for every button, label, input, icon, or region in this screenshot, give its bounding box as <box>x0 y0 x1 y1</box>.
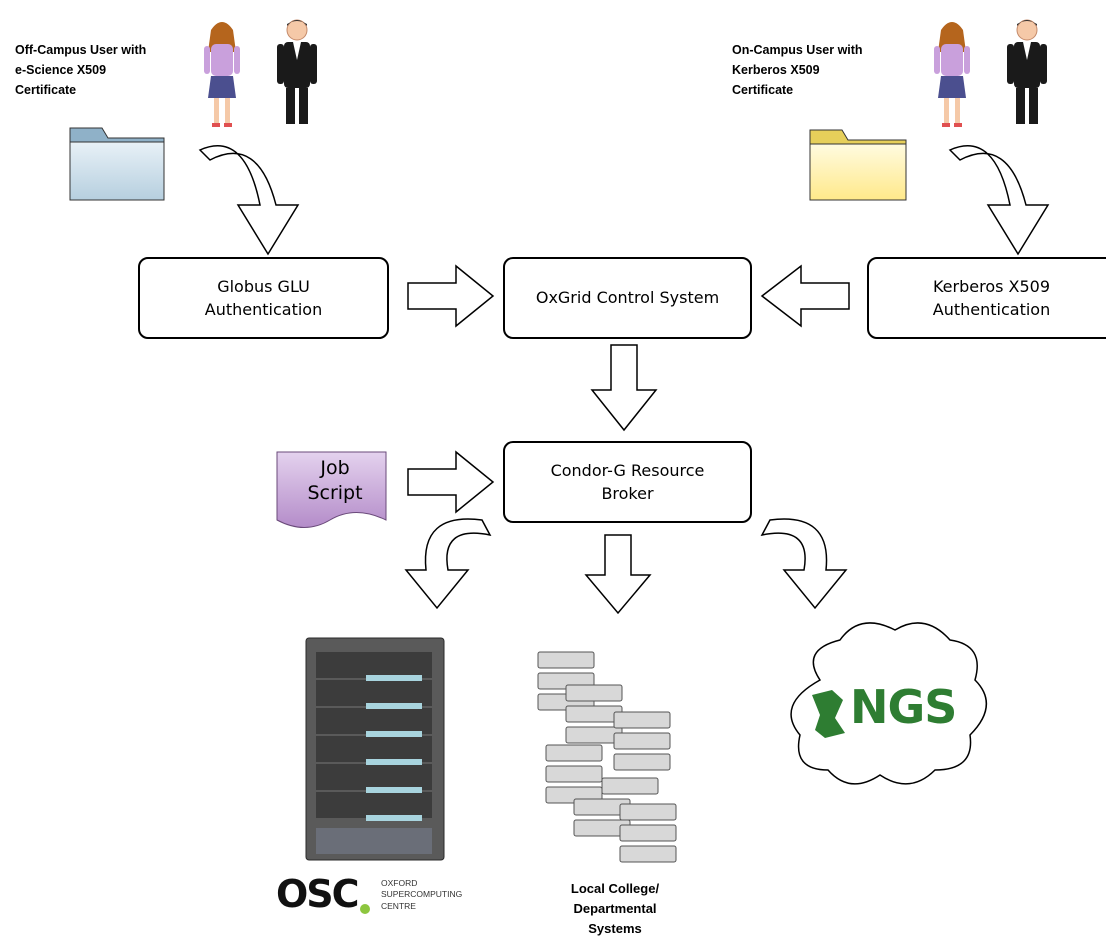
on-campus-line-1: On-Campus User with <box>732 43 863 57</box>
globus-line-1: Globus GLU <box>217 276 310 296</box>
arrow-oxgrid-to-condor <box>590 344 658 432</box>
local-college-label: Local College/ Departmental Systems <box>540 879 690 939</box>
globus-authentication-box: Globus GLU Authentication <box>138 257 389 339</box>
osc-sub-line-2: SUPERCOMPUTING <box>381 889 463 900</box>
osc-sub-line-3: CENTRE <box>381 900 416 911</box>
ngs-logo-text: NGS <box>850 680 957 734</box>
arrow-condor-to-local <box>584 534 652 615</box>
kerberos-line-2: Authentication <box>932 300 1051 319</box>
kerberos-authentication-box: Kerberos X509 Authentication <box>867 257 1106 339</box>
oxgrid-control-system-box: OxGrid Control System <box>503 257 752 339</box>
osc-logo-text: OSC <box>276 872 360 916</box>
arrow-kerberos-to-oxgrid <box>760 264 850 328</box>
yellow-folder-icon <box>809 129 907 201</box>
on-campus-line-2: Kerberos X509 <box>732 63 820 77</box>
kerberos-line-1: Kerberos X509 <box>932 276 1051 296</box>
job-script-line-2: Script <box>307 481 363 504</box>
condor-g-resource-broker-box: Condor-G Resource Broker <box>503 441 752 523</box>
local-line-3: Systems <box>588 921 642 937</box>
osc-subtext: OXFORD SUPERCOMPUTING CENTRE <box>381 878 462 912</box>
man-user-icon-left <box>277 19 317 124</box>
on-campus-line-3: Certificate <box>732 83 794 97</box>
off-campus-line-1: Off-Campus User with <box>15 43 147 57</box>
man-user-icon-right <box>1007 19 1047 124</box>
local-line-1: Local College/ <box>570 881 660 896</box>
woman-user-icon-left <box>204 22 240 127</box>
curved-arrow-to-ngs <box>760 518 848 610</box>
arrow-jobscript-to-condor <box>407 450 495 514</box>
job-script-line-1: Job <box>320 457 350 479</box>
ngs-cloud-icon <box>790 622 988 785</box>
local-servers-stack-icon <box>537 651 677 863</box>
condor-line-1: Condor-G Resource <box>550 460 705 480</box>
curved-arrow-left-down <box>198 145 300 256</box>
osc-green-dot-icon <box>360 904 370 914</box>
local-line-2: Departmental <box>573 901 657 917</box>
osc-sub-line-1: OXFORD <box>381 878 418 888</box>
woman-user-icon-right <box>934 22 970 127</box>
on-campus-user-label: On-Campus User with Kerberos X509 Certif… <box>732 40 863 100</box>
job-script-document-icon <box>276 451 387 528</box>
server-rack-icon <box>305 637 445 861</box>
oxgrid-line-1: OxGrid Control System <box>535 288 720 308</box>
off-campus-line-2: e-Science X509 <box>15 63 107 77</box>
curved-arrow-right-down <box>948 145 1050 256</box>
job-script-label: Job Script <box>290 456 380 505</box>
blue-folder-icon <box>69 127 165 201</box>
curved-arrow-to-osc <box>404 518 492 610</box>
condor-line-2: Broker <box>601 484 654 503</box>
uk-map-icon <box>812 690 845 738</box>
off-campus-line-3: Certificate <box>15 83 77 97</box>
arrow-globus-to-oxgrid <box>407 264 495 328</box>
globus-line-2: Authentication <box>204 300 323 319</box>
off-campus-user-label: Off-Campus User with e-Science X509 Cert… <box>15 40 146 100</box>
